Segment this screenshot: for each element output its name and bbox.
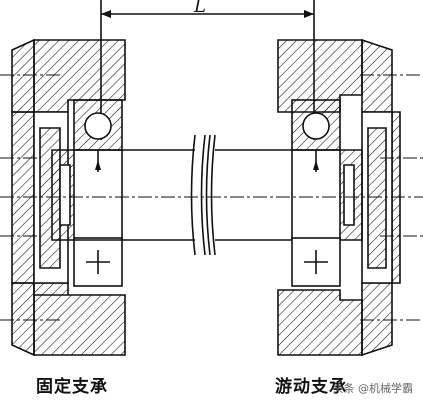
left-locknut bbox=[51, 149, 75, 241]
right-locknut bbox=[339, 149, 363, 241]
right-bearing-lower bbox=[291, 237, 341, 287]
caption-floating-support: 游动支承 bbox=[275, 377, 347, 397]
right-bearing bbox=[291, 99, 341, 172]
left-bearing-lower bbox=[73, 237, 123, 287]
watermark: 头条 @机械学霸 bbox=[332, 382, 414, 395]
caption-fixed-support: 固定支承 bbox=[36, 377, 108, 397]
left-bearing bbox=[73, 99, 123, 172]
center-lines bbox=[0, 74, 423, 321]
right-housing bbox=[277, 38, 401, 357]
dimension-label-L: L bbox=[193, 0, 206, 17]
shaft bbox=[74, 134, 340, 256]
